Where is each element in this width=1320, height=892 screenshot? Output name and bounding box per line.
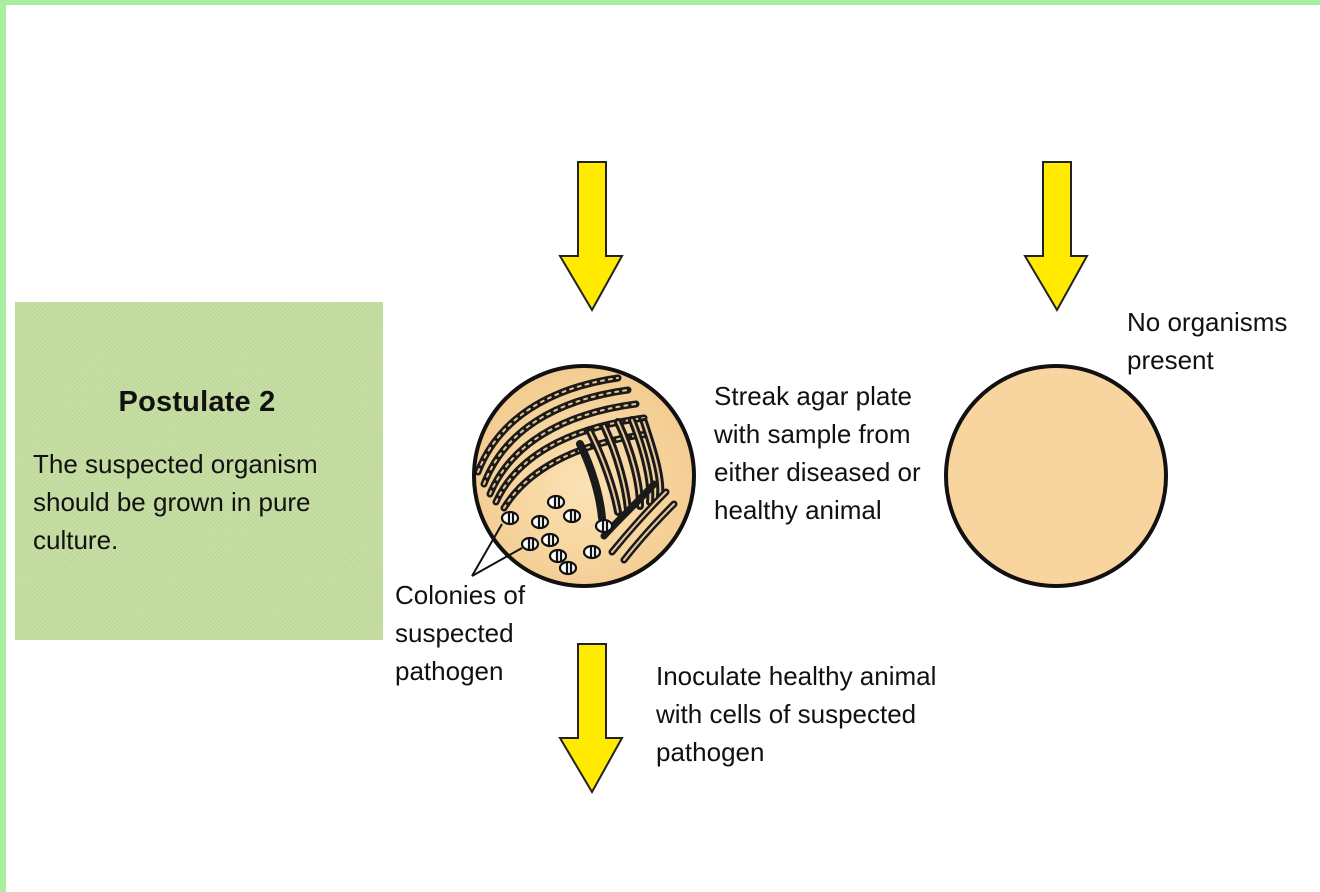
postulate-panel: Postulate 2 The suspected organism shoul…: [15, 302, 383, 640]
streaked-agar-plate: [468, 360, 700, 592]
inoculate-instructions-label: Inoculate healthy animal with cells of s…: [656, 657, 976, 771]
postulate-description: The suspected organism should be grown i…: [33, 445, 373, 559]
down-arrow-icon: [1021, 160, 1091, 312]
no-organisms-label: No organisms present: [1127, 303, 1317, 379]
streak-instructions-label: Streak agar plate with sample from eithe…: [714, 377, 954, 529]
empty-agar-plate: [940, 360, 1172, 592]
postulate-title: Postulate 2: [15, 386, 379, 419]
colonies-label: Colonies of suspected pathogen: [395, 576, 575, 690]
down-arrow-icon: [556, 160, 626, 312]
frame-border-top: [0, 0, 1320, 5]
frame-border-left: [0, 0, 6, 892]
